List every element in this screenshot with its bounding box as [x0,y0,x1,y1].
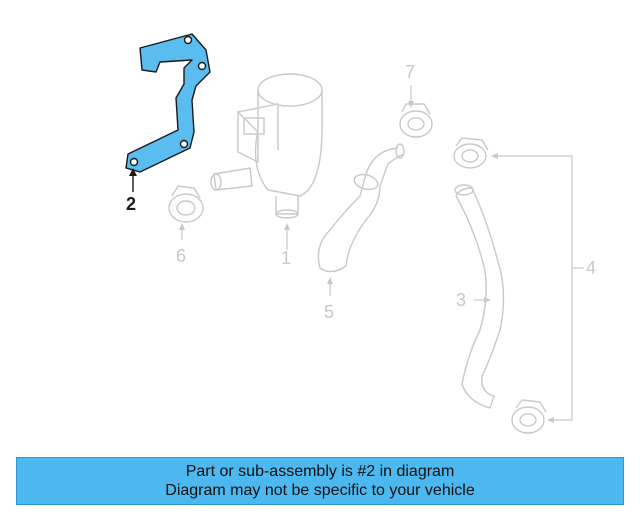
pump-part-1[interactable] [210,73,323,219]
hose-part-5[interactable] [317,143,405,273]
clamp-part-7[interactable] [399,103,433,138]
info-banner: Part or sub-assembly is #2 in diagram Di… [16,457,624,505]
callout-5-arrowhead [327,277,333,284]
callout-6: 6 [176,246,186,266]
callout-4-arrowhead-top [491,153,498,159]
callout-4-bracket [494,155,584,421]
clamp-part-4-bottom[interactable] [511,399,547,434]
callout-4-arrowhead-bottom [547,417,554,423]
callout-2-arrowhead [129,168,137,176]
callout-2: 2 [126,194,136,214]
clamp-part-6[interactable] [168,185,204,223]
callout-6-arrowhead [179,223,185,230]
banner-line-1: Part or sub-assembly is #2 in diagram [185,463,455,480]
callout-7-arrowhead [408,101,414,108]
clamp-part-4-top[interactable] [453,137,489,169]
callout-5: 5 [324,302,334,322]
callout-3: 3 [456,290,466,310]
callout-1: 1 [281,248,291,268]
callout-4: 4 [586,258,596,278]
callout-3-arrowhead [484,297,491,303]
bracket-part-2[interactable] [125,33,211,173]
callout-7: 7 [405,62,415,82]
hose-part-3[interactable] [454,184,505,409]
callout-1-arrowhead [284,223,290,230]
banner-line-2: Diagram may not be specific to your vehi… [165,482,475,499]
